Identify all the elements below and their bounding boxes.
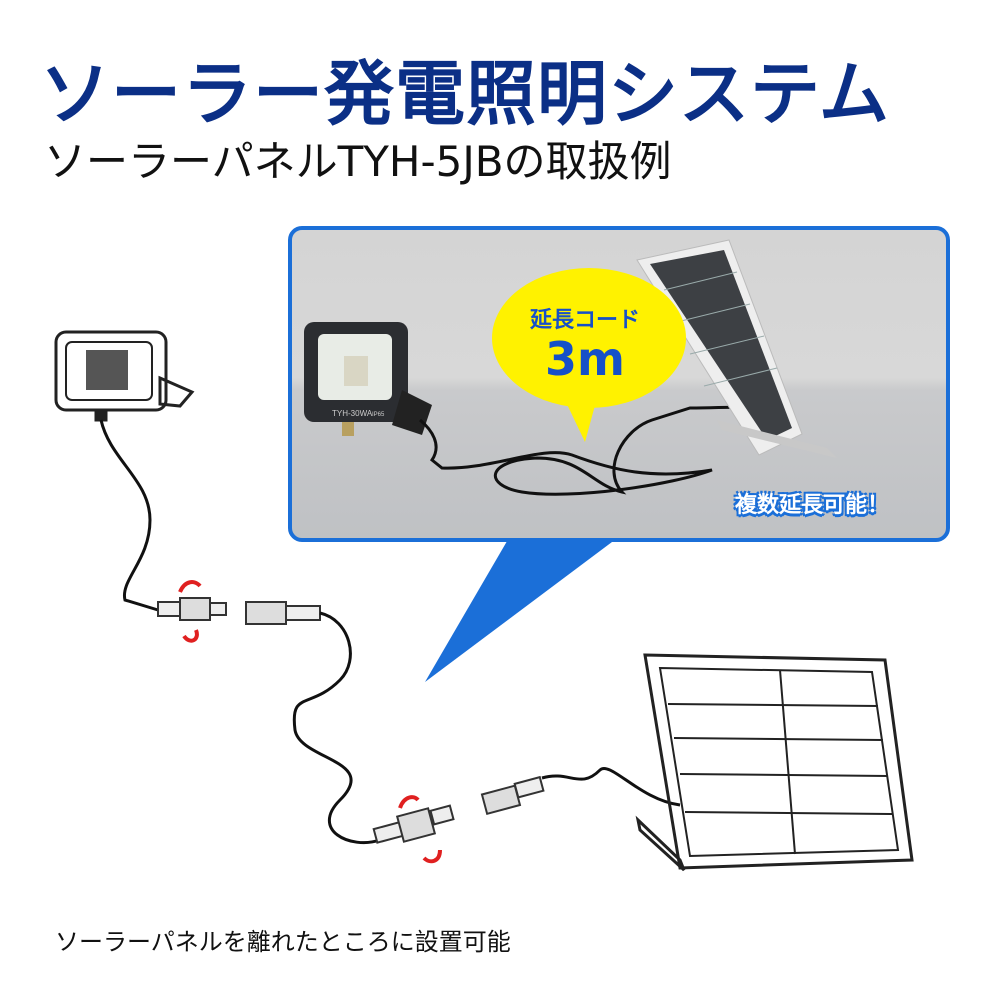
page-title: ソーラー発電照明システム	[40, 53, 890, 135]
floodlight-rating-label: IP65	[372, 412, 385, 418]
callout-value: 3m	[545, 332, 625, 386]
floodlight-photo: TYH-30WA IP65	[304, 322, 432, 436]
solar-panel-photo	[636, 239, 837, 458]
callout-label: 延長コード	[529, 308, 640, 333]
page-subtitle: ソーラーパネルTYH-5JBの取扱例	[44, 137, 672, 186]
bottom-caption: ソーラーパネルを離れたところに設置可能	[55, 928, 511, 956]
multi-extension-badge: 複数延長可能！	[735, 493, 890, 518]
callout-bubble	[492, 268, 686, 408]
photo-scene: TYH-30WA IP65	[304, 239, 837, 496]
floodlight-model-label: TYH-30WA	[332, 409, 373, 418]
product-photo: TYH-30WA IP65	[288, 226, 950, 542]
